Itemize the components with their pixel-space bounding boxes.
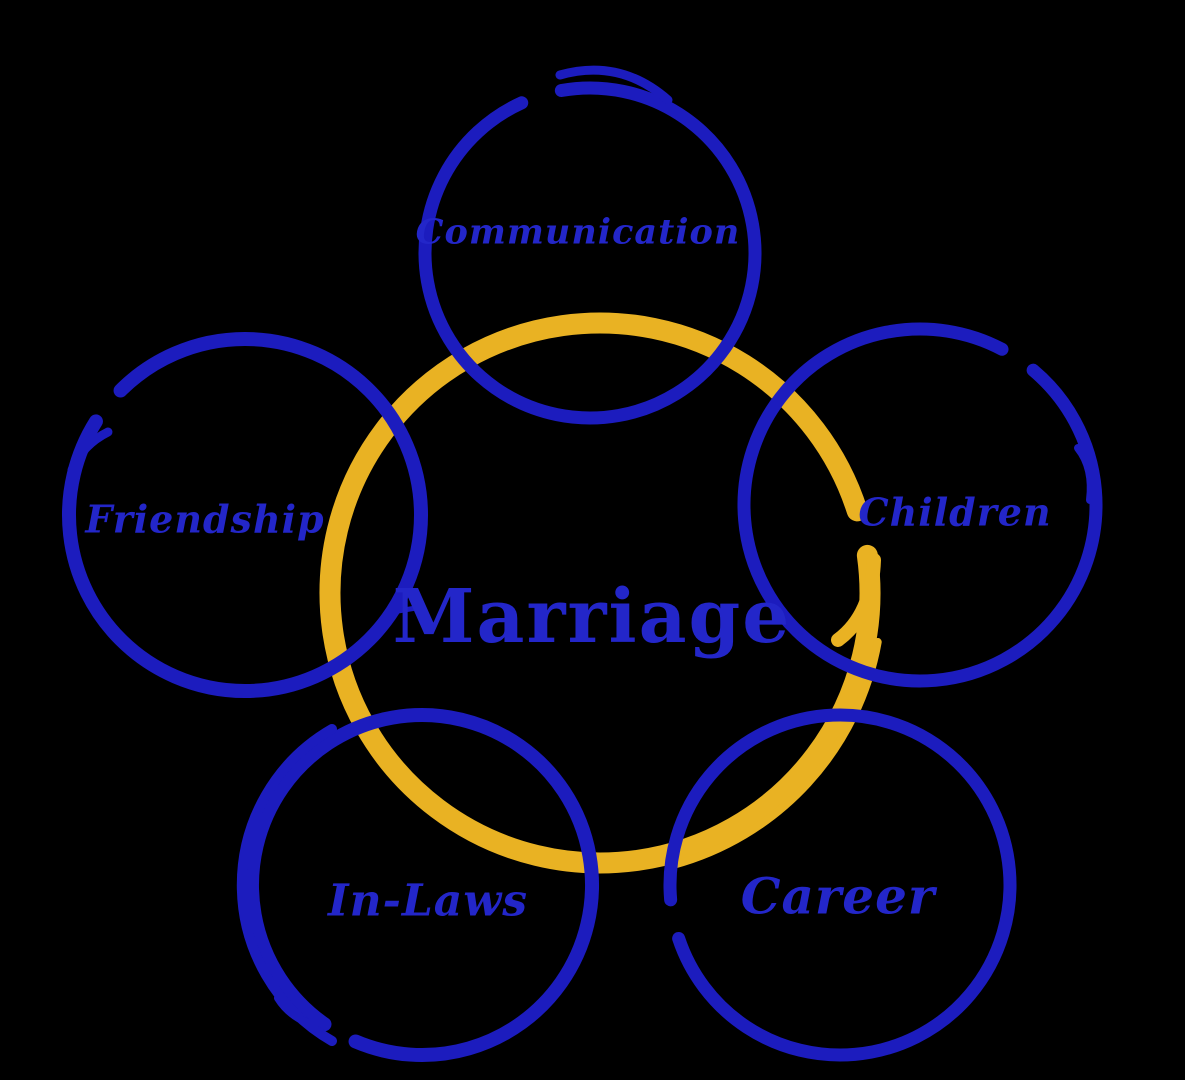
in-laws-ring [236, 708, 599, 1062]
stroke-fragment [395, 605, 419, 614]
marriage-ring-overlap-stroke [669, 638, 882, 869]
node-label-friendship: Friendship [85, 496, 325, 542]
children-ring [737, 322, 1103, 688]
node-label-in-laws: In-Laws [328, 875, 528, 927]
communication-ring-flick [555, 65, 673, 105]
node-label-career: Career [740, 866, 936, 926]
node-label-communication: Communication [415, 211, 741, 253]
friendship-ring-flick [67, 427, 113, 475]
center-label-marriage: Marriage [392, 574, 792, 660]
career-ring [663, 708, 1017, 1062]
marriage-ring [319, 312, 882, 874]
marriage-ring-end-hook [831, 553, 881, 647]
in-laws-ring-flick [274, 994, 310, 1026]
node-label-children: Children [858, 489, 1052, 535]
communication-ring [418, 65, 762, 425]
friendship-ring [61, 332, 428, 698]
children-ring-flick [1074, 444, 1095, 504]
